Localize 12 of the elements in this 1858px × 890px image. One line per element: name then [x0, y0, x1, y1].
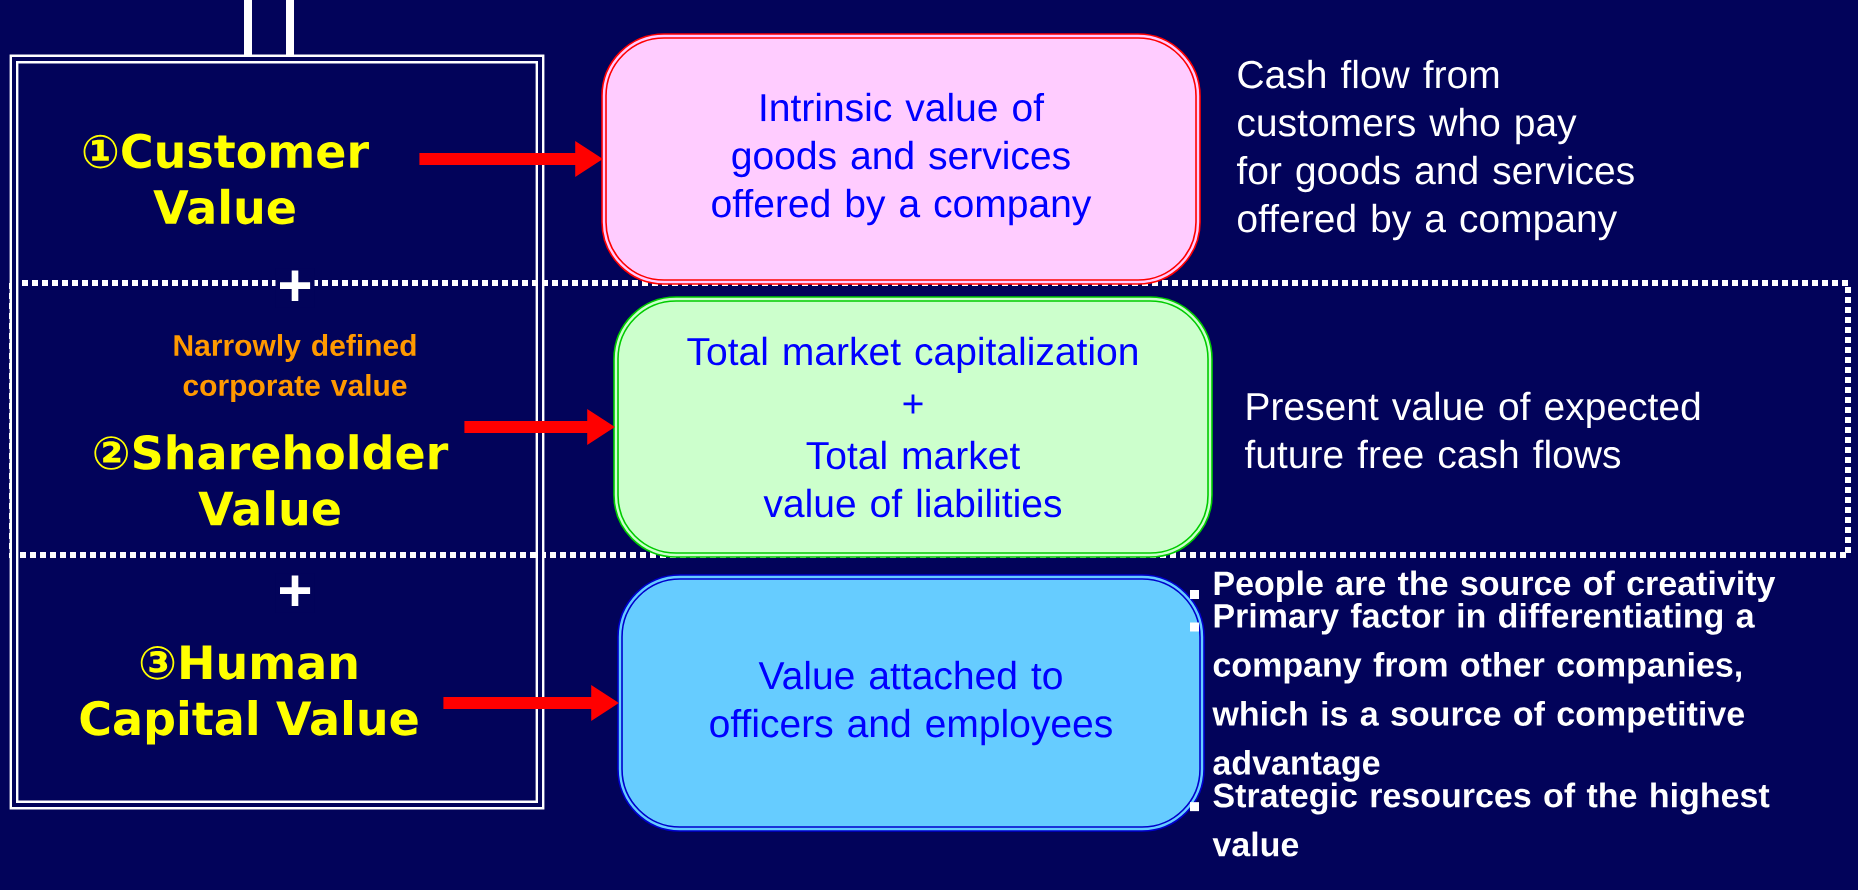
- plus-sign: +: [275, 573, 315, 613]
- plus-sign: +: [275, 268, 315, 308]
- panel-frame: [9, 54, 545, 810]
- value-box: Value attached to officers and employees: [617, 574, 1205, 832]
- value-box: Total market capitalization + Total market value of liabilities: [613, 296, 1213, 558]
- value-heading: ②Shareholder Value: [94, 434, 449, 526]
- description-text: Cash flow from customers who pay for goods and services offered by a company: [1237, 59, 1634, 241]
- value-heading: ①Customer Value: [83, 133, 369, 225]
- value-box: Intrinsic value of goods and services offered by a company: [601, 33, 1201, 285]
- value-heading: ③Human Capital Value: [80, 645, 418, 745]
- subtitle-text: Narrowly defined corporate value: [174, 334, 416, 402]
- description-text: Present value of expected future free cash flows: [1245, 391, 1700, 469]
